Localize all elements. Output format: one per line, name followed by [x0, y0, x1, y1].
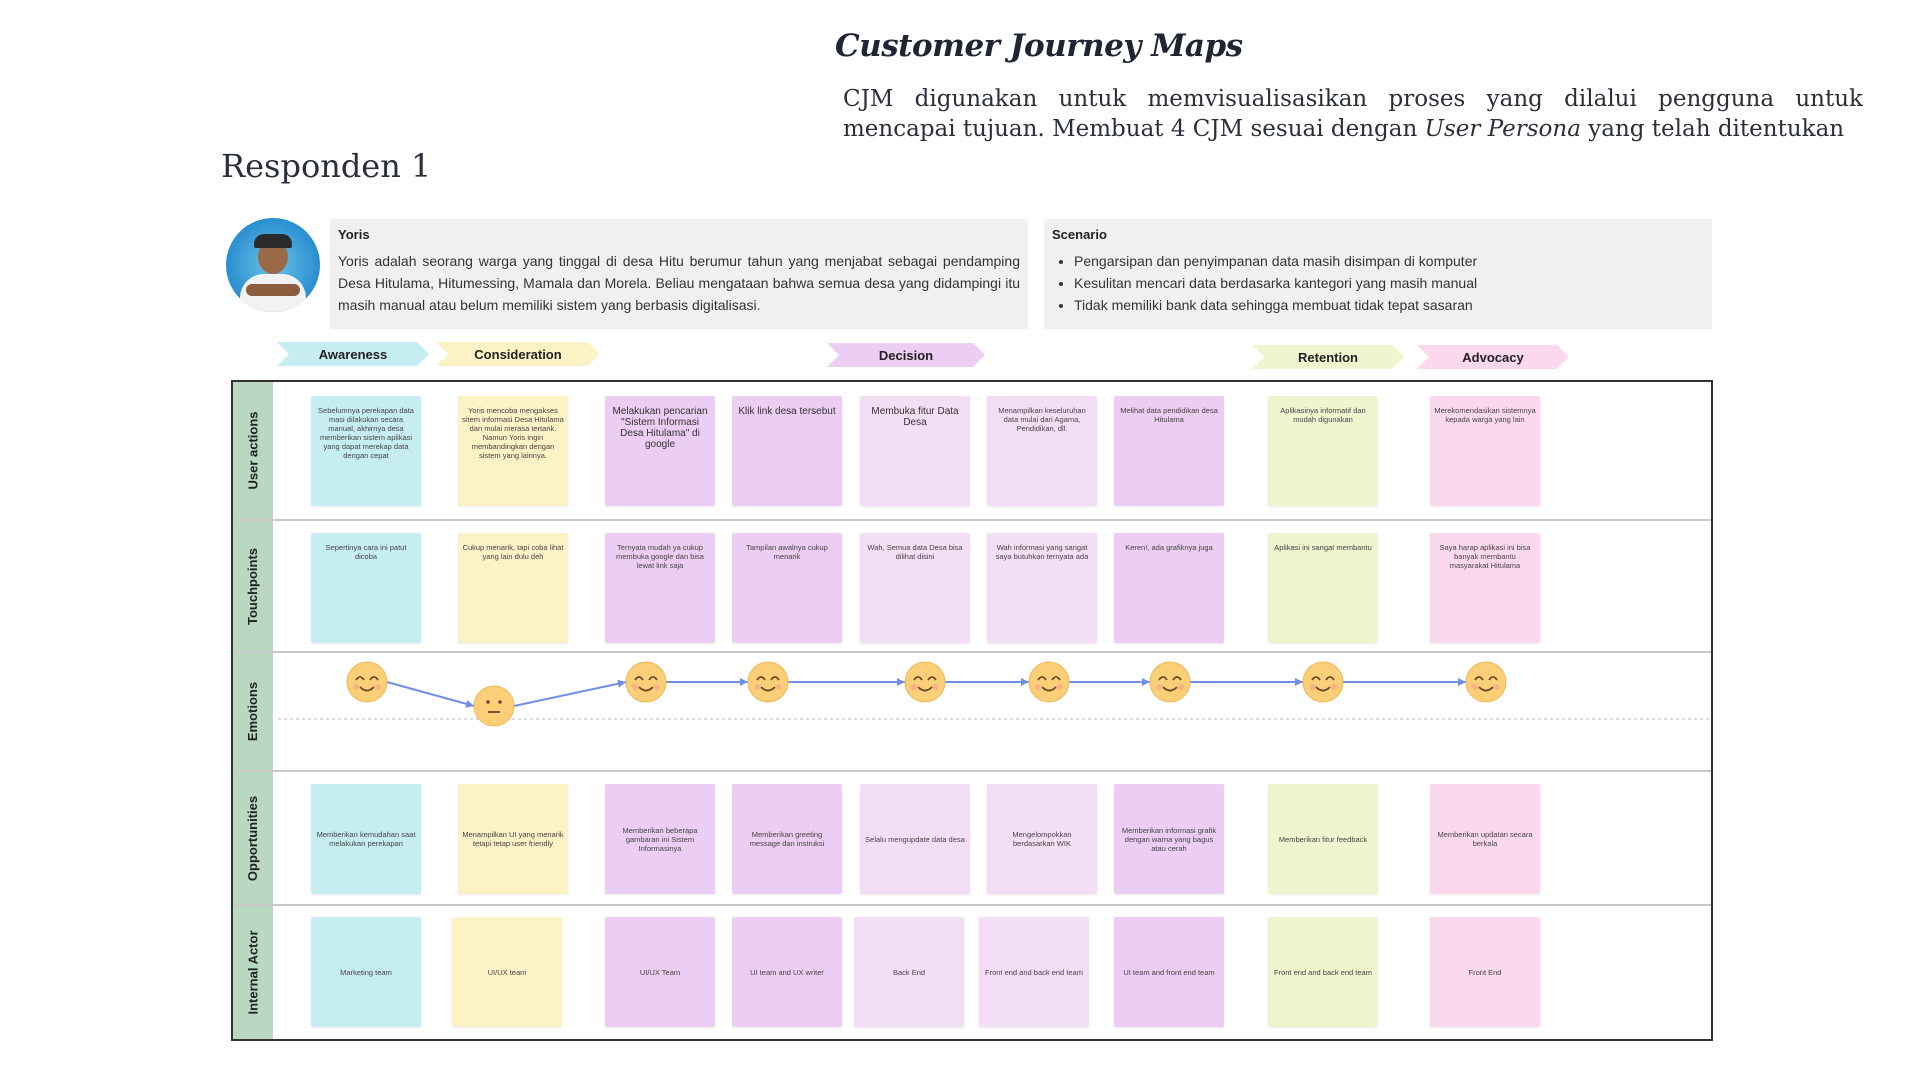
- smiling-face-icon: [747, 661, 789, 703]
- lane-divider: [233, 904, 1711, 906]
- internal-actor-note: UI team and front end team: [1114, 917, 1224, 1027]
- user-action-note: Sebelumnya perekapan data masi dilakukan…: [311, 396, 421, 506]
- emotion-arrowhead: [1458, 678, 1466, 686]
- user-action-note: Klik link desa tersebut: [732, 396, 842, 506]
- emotion-arrowhead: [1142, 678, 1150, 686]
- emotion-arrowhead: [897, 678, 905, 686]
- opportunity-note: Memberikan beberapa gambaran ini Sistem …: [605, 784, 715, 894]
- opportunity-note: Memberikan updatan secara berkala: [1430, 784, 1540, 894]
- touchpoint-note: Wah, Semua data Desa bisa dilihat disini: [860, 533, 970, 643]
- opportunity-note: Memberikan kemudahan saat melakukan pere…: [311, 784, 421, 894]
- smiling-face-icon: [1302, 661, 1344, 703]
- lane-label-internal-actor: Internal Actor: [233, 906, 273, 1039]
- smiling-face-icon: [346, 661, 388, 703]
- avatar-cap-shape: [254, 234, 292, 248]
- respondent-heading: Responden 1: [221, 147, 432, 185]
- opportunity-note: Mengelompokkan berdasarkan WIK: [987, 784, 1097, 894]
- emotion-arrowhead: [740, 678, 748, 686]
- persona-info-box: Yoris Yoris adalah seorang warga yang ti…: [330, 219, 1028, 329]
- lane-divider: [233, 519, 1711, 521]
- persona-avatar: [226, 218, 320, 312]
- user-action-note: Menampilkan keseluruhan data mulai dari …: [987, 396, 1097, 506]
- stage-retention: Retention: [1252, 345, 1404, 369]
- opportunity-note: Selalu mengupdate data desa: [860, 784, 970, 894]
- user-action-note: Melakukan pencarian "Sistem Informasi De…: [605, 396, 715, 506]
- stage-consideration: Consideration: [436, 342, 600, 366]
- smiling-face-icon: [1028, 661, 1070, 703]
- internal-actor-note: UI team and UX writer: [732, 917, 842, 1027]
- internal-actor-note: Front End: [1430, 917, 1540, 1027]
- page-title: Customer Journey Maps: [835, 28, 1243, 64]
- internal-actor-note: Back End: [854, 917, 964, 1027]
- internal-actor-note: UI/UX Team: [605, 917, 715, 1027]
- user-action-note: Membuka fitur Data Desa: [860, 396, 970, 506]
- persona-name: Yoris: [338, 227, 370, 242]
- page-description: CJM digunakan untuk memvisualisasikan pr…: [843, 84, 1863, 144]
- touchpoint-note: Wah informasi yang sangat saya butuhkan …: [987, 533, 1097, 643]
- emotion-arrowhead: [617, 679, 626, 688]
- user-action-note: Melihat data pendidikan desa Hitulama: [1114, 396, 1224, 506]
- internal-actor-note: UI/UX team: [452, 917, 562, 1027]
- internal-actor-note: Marketing team: [311, 917, 421, 1027]
- neutral-face-icon: [473, 685, 515, 727]
- lane-label-emotions: Emotions: [233, 653, 273, 770]
- emotion-connector: [386, 681, 475, 707]
- smiling-face-icon: [1149, 661, 1191, 703]
- scenario-box: Scenario Pengarsipan dan penyimpanan dat…: [1044, 219, 1712, 329]
- desc-text-italic: User Persona: [1424, 116, 1581, 142]
- scenario-item: Pengarsipan dan penyimpanan data masih d…: [1074, 250, 1704, 272]
- emotion-curve: [278, 661, 1711, 727]
- lane-label-opportunities: Opportunities: [233, 772, 273, 904]
- opportunity-note: Menampilkan UI yang menarik tetapi tetap…: [458, 784, 568, 894]
- touchpoint-note: Aplikasi ini sangat membantu: [1268, 533, 1378, 643]
- touchpoint-note: Sepertinya cara ini patut dicoba: [311, 533, 421, 643]
- touchpoint-note: Ternyata mudah ya cukup membuka google d…: [605, 533, 715, 643]
- lane-label-user-actions: User actions: [233, 382, 273, 519]
- scenario-list: Pengarsipan dan penyimpanan data masih d…: [1052, 250, 1704, 316]
- emotion-arrowhead: [1021, 678, 1029, 686]
- user-action-note: Yoris mencoba mengakses sitem informasi …: [458, 396, 568, 506]
- internal-actor-note: Front end and back end team: [1268, 917, 1378, 1027]
- opportunity-note: Memberikan informasi grafik dengan warna…: [1114, 784, 1224, 894]
- touchpoint-note: Keren!, ada grafiknya juga: [1114, 533, 1224, 643]
- user-action-note: Aplikasinya informatif dan mudah digunak…: [1268, 396, 1378, 506]
- emotion-arrowhead: [1295, 678, 1303, 686]
- user-action-note: Merekomendasikan sistemnya kepada warga …: [1430, 396, 1540, 506]
- emotion-arrowhead: [465, 700, 474, 708]
- lane-divider: [233, 770, 1711, 772]
- stage-awareness: Awareness: [277, 342, 429, 366]
- touchpoint-note: Tampilan awalnya cukup menarik: [732, 533, 842, 643]
- scenario-item: Kesulitan mencari data berdasarka kanteg…: [1074, 272, 1704, 294]
- lane-divider: [233, 651, 1711, 653]
- journey-grid: User actions Touchpoints Emotions Opport…: [231, 380, 1713, 1041]
- scenario-item: Tidak memiliki bank data sehingga membua…: [1074, 294, 1704, 316]
- lane-label-touchpoints: Touchpoints: [233, 521, 273, 651]
- opportunity-note: Memberikan greeting message dan instruks…: [732, 784, 842, 894]
- stage-advocacy: Advocacy: [1417, 345, 1569, 369]
- persona-bio: Yoris adalah seorang warga yang tinggal …: [338, 253, 1020, 313]
- desc-text-1: CJM digunakan untuk memvisualisasikan pr…: [843, 86, 1863, 142]
- touchpoint-note: Cukup menarik, tapi coba lihat yang lain…: [458, 533, 568, 643]
- opportunity-note: Memberikan fitur feedback: [1268, 784, 1378, 894]
- emotion-connector: [513, 681, 627, 707]
- stage-decision: Decision: [827, 343, 985, 367]
- internal-actor-note: Front end and back end team: [979, 917, 1089, 1027]
- smiling-face-icon: [904, 661, 946, 703]
- smiling-face-icon: [625, 661, 667, 703]
- desc-text-2: yang telah ditentukan: [1580, 116, 1845, 142]
- scenario-title: Scenario: [1052, 227, 1107, 242]
- smiling-face-icon: [1465, 661, 1507, 703]
- touchpoint-note: Saya harap aplikasi ini bisa banyak memb…: [1430, 533, 1540, 643]
- avatar-arms-shape: [246, 284, 300, 296]
